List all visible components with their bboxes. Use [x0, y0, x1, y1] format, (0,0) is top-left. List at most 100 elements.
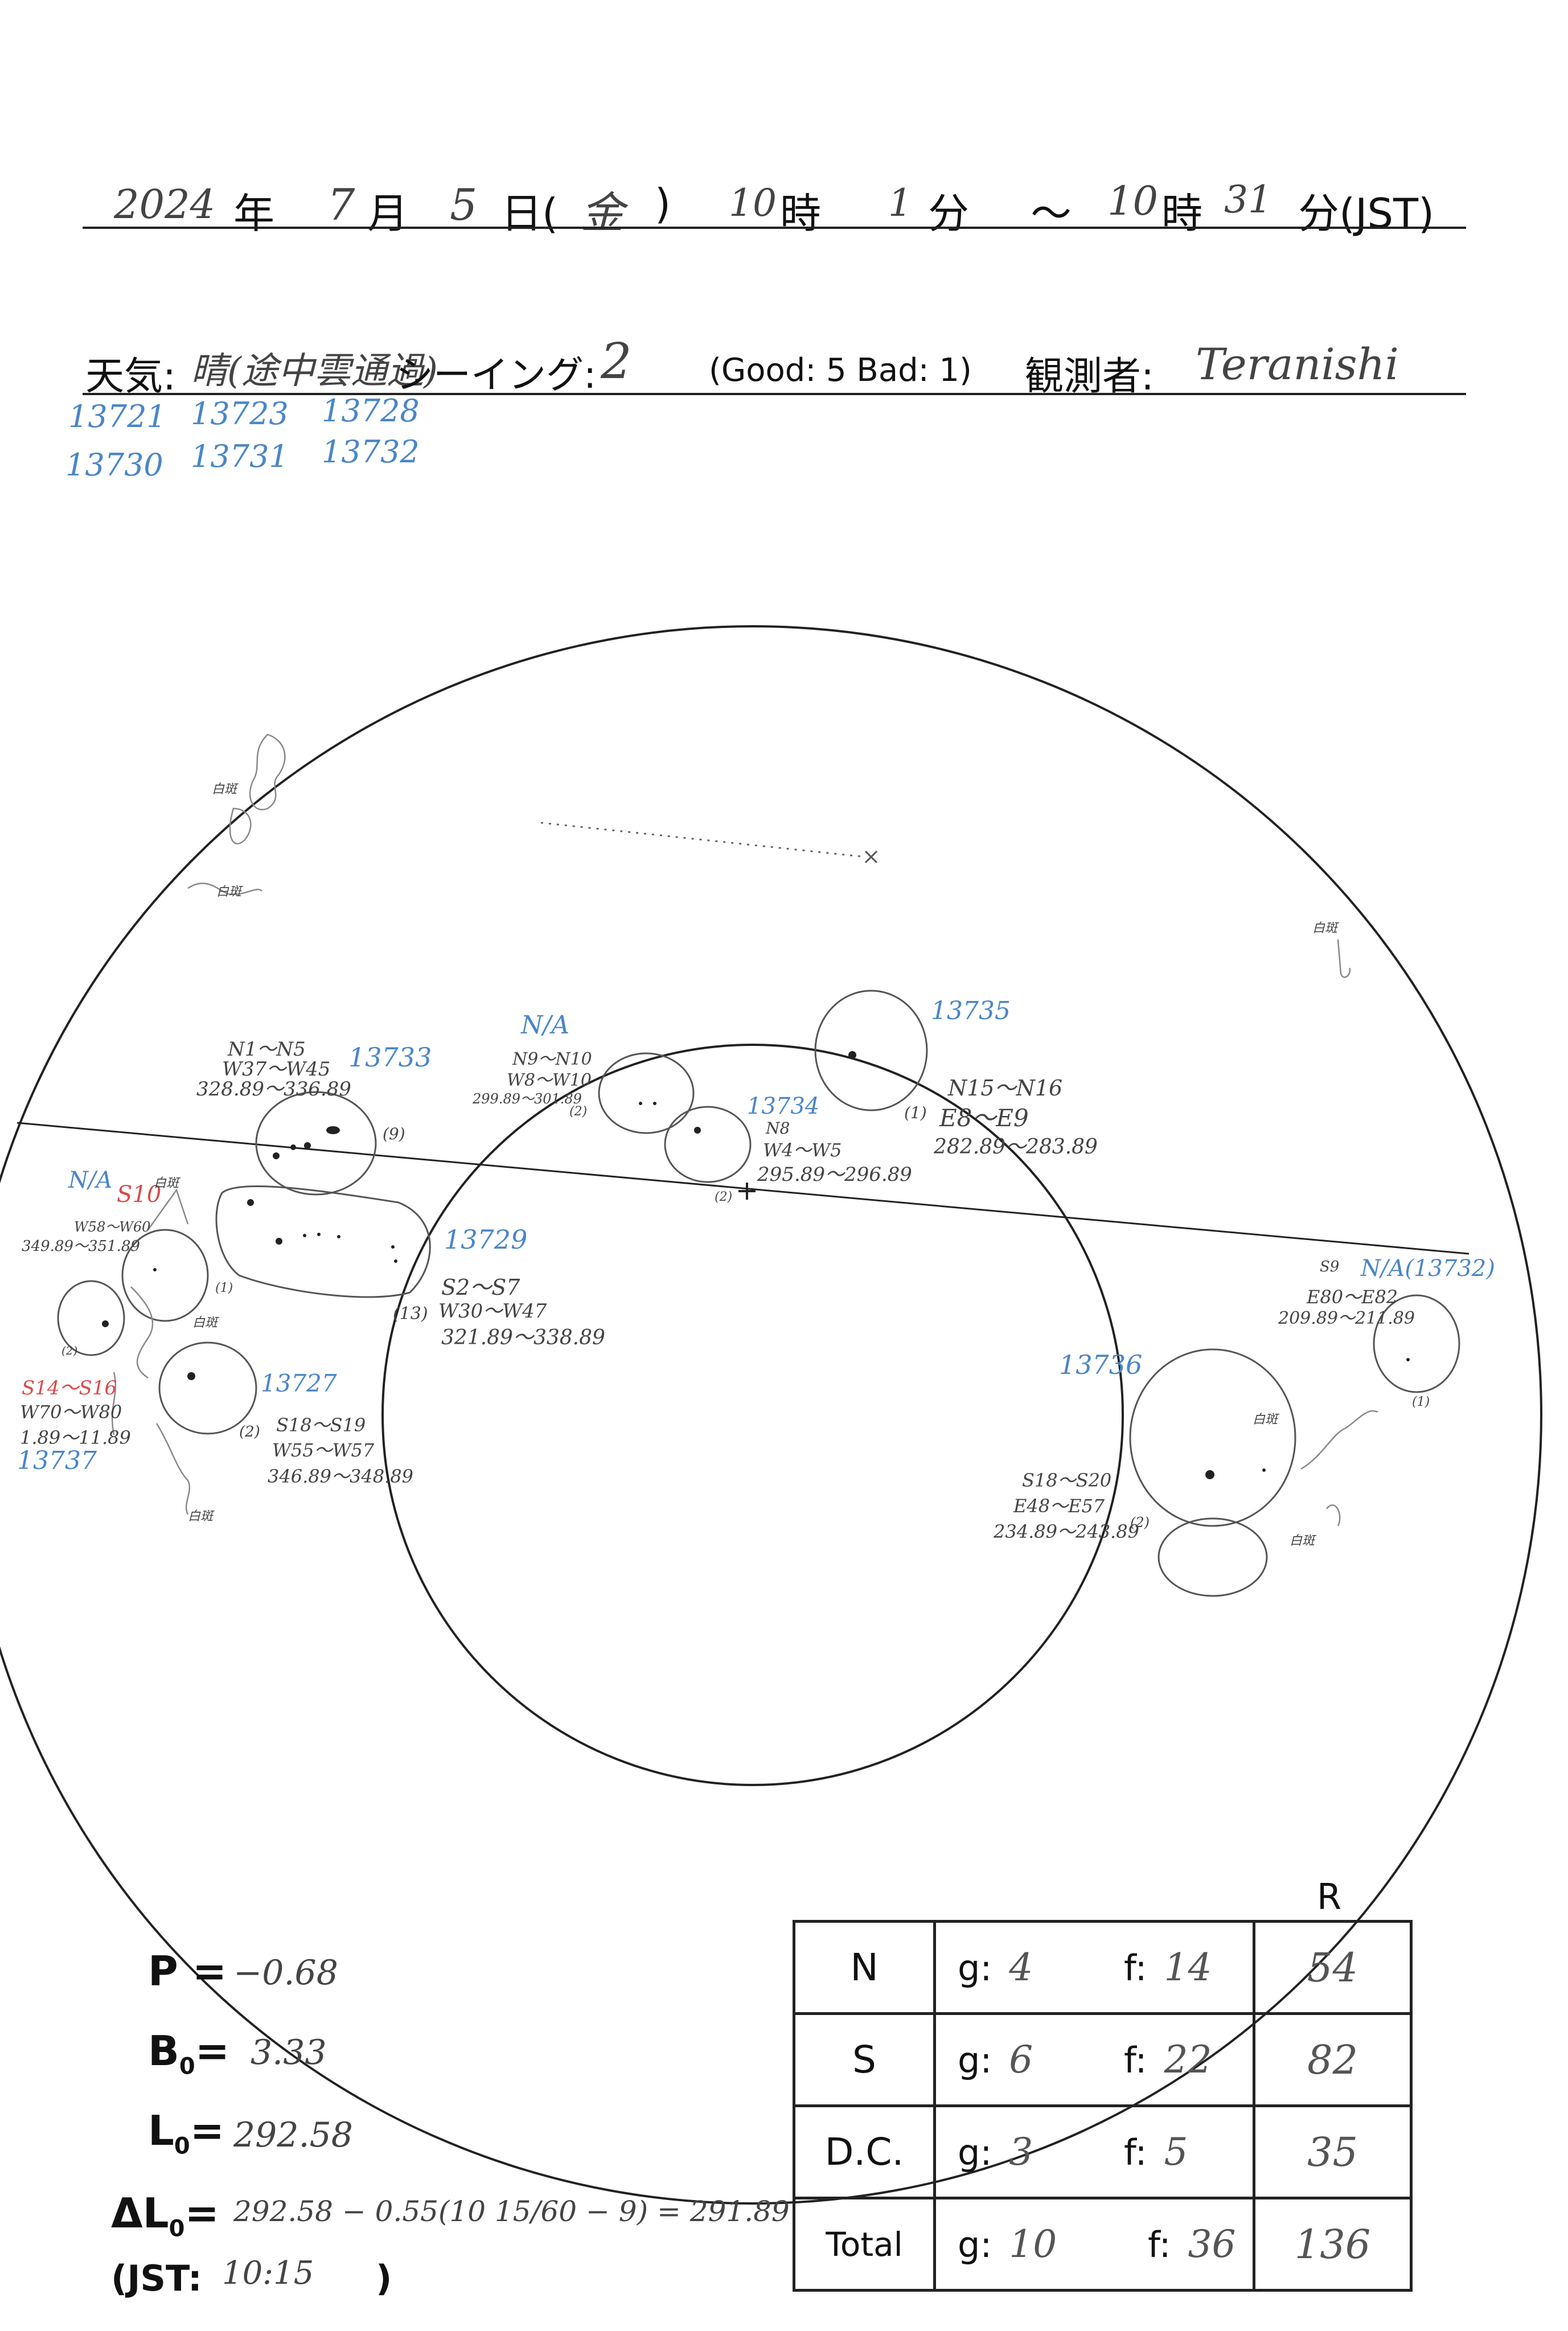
- region-list-item: 13723: [191, 396, 289, 432]
- facula-outline: [155, 1423, 191, 1515]
- g-value: 10: [1009, 2222, 1057, 2266]
- b0-subscript: 0: [179, 2053, 195, 2080]
- region-list-item: 13731: [191, 438, 289, 474]
- table-row-north: N g:4 f:14 54: [793, 1920, 1413, 2015]
- spot-group-13733: [255, 1091, 377, 1196]
- facula-label: 白斑: [1290, 1534, 1315, 1548]
- region-13737-lon: W70〜W80: [20, 1401, 122, 1423]
- f-label: f:: [1123, 2039, 1147, 2081]
- inner-reference-circle: [381, 1044, 1124, 1786]
- region-13735-lat: N15〜N16: [948, 1076, 1063, 1101]
- month-unit: 月: [367, 190, 409, 237]
- spot-group-13729: [215, 1185, 431, 1298]
- spot-group-13734: [664, 1106, 752, 1183]
- sunspot: [153, 1268, 157, 1271]
- seeing-label: シーイング:: [396, 353, 597, 397]
- sunspot: [304, 1142, 311, 1149]
- year-unit: 年: [233, 190, 275, 237]
- region-list-item: 13730: [65, 447, 163, 483]
- r-value: 35: [1307, 2128, 1358, 2176]
- g-value: 6: [1009, 2038, 1033, 2082]
- facula-outline: [111, 1372, 117, 1435]
- b0-value: 3.33: [251, 2033, 327, 2073]
- p-angle-label: P =: [148, 1947, 227, 1995]
- sunspot: [317, 1233, 321, 1236]
- sunspot: [290, 1144, 296, 1150]
- end-min-unit: 分(JST): [1298, 190, 1435, 237]
- g-label: g:: [958, 1947, 992, 1989]
- region-na-center-lon: W8〜W10: [507, 1070, 592, 1090]
- g-label: g:: [958, 2224, 992, 2266]
- f-label: f:: [1123, 1947, 1147, 1989]
- r-cell: 136: [1253, 2197, 1413, 2292]
- region-na-left-L: 349.89〜351.89: [22, 1238, 140, 1255]
- region-13735-number: 13735: [931, 996, 1011, 1025]
- region-13727-L: 346.89〜348.89: [268, 1466, 413, 1487]
- header-underline: [83, 227, 1466, 229]
- facula-region-13736: [1157, 1517, 1268, 1597]
- sunspot: [394, 1259, 397, 1263]
- l0-letter: L: [148, 2107, 174, 2154]
- region-13734-number: 13734: [747, 1093, 820, 1119]
- region-13735-lon: E8〜E9: [939, 1104, 1029, 1132]
- region-13735-count: (1): [904, 1103, 927, 1122]
- region-13735-L: 282.89〜283.89: [934, 1135, 1098, 1159]
- sunspot: [639, 1102, 642, 1105]
- region-13736-count: (2): [1130, 1515, 1150, 1530]
- sunspot: [1406, 1358, 1410, 1361]
- region-na-left-lat: S10: [117, 1181, 162, 1208]
- region-13736-lat: S18〜S20: [1022, 1470, 1112, 1491]
- gf-cell: g:6 f:22: [933, 2012, 1255, 2107]
- weekday-value: 金: [581, 187, 624, 238]
- region-na-left-label: N/A: [68, 1167, 113, 1193]
- region-na-right-label: N/A(13732): [1361, 1255, 1495, 1282]
- solar-equator-line: [17, 1122, 1470, 1255]
- r-cell: 54: [1253, 1920, 1413, 2015]
- sunspot: [102, 1320, 109, 1327]
- region-na-center-label: N/A: [521, 1011, 570, 1040]
- b0-equals: =: [195, 2027, 230, 2075]
- r-cell: 82: [1253, 2012, 1413, 2107]
- facula-label: 白斑: [1253, 1413, 1278, 1427]
- f-value: 22: [1164, 2038, 1212, 2082]
- month-value: 7: [327, 179, 355, 230]
- g-value: 4: [1009, 1946, 1033, 1989]
- region-13734-count: (2): [715, 1190, 733, 1204]
- weather-value: 晴(途中雲通過): [191, 350, 438, 392]
- region-13729-lon: W30〜W47: [438, 1300, 547, 1323]
- region-13729-L: 321.89〜338.89: [441, 1326, 605, 1349]
- start-hour-unit: 時: [780, 190, 822, 237]
- facula-outline: [187, 883, 262, 896]
- region-13727-lon: W55〜W57: [272, 1439, 375, 1461]
- facula-outline: [147, 1188, 189, 1230]
- spot-group-13737: [57, 1280, 125, 1356]
- l0-subscript: 0: [174, 2133, 190, 2160]
- sunspot: [187, 1372, 195, 1380]
- facula-outline: [229, 807, 252, 844]
- delta-l0-subscript: 0: [169, 2215, 185, 2242]
- jst-label: (JST:: [111, 2258, 202, 2299]
- region-13733-number: 13733: [348, 1042, 432, 1073]
- sunspot: [337, 1235, 340, 1238]
- region-13734-L: 295.89〜296.89: [757, 1163, 912, 1186]
- region-13734-lat: N8: [766, 1119, 790, 1138]
- l0-equals: =: [190, 2107, 225, 2154]
- facula-label: 白斑: [212, 782, 237, 797]
- end-hour-unit: 時: [1161, 190, 1203, 237]
- weekday-close: ): [655, 180, 671, 228]
- region-13734-lon: W4〜W5: [763, 1139, 842, 1161]
- end-min-value: 31: [1224, 178, 1272, 221]
- spot-group-na-right: [1373, 1294, 1460, 1393]
- row-label: D.C.: [793, 2104, 936, 2199]
- delta-l0-value: 292.58 − 0.55(10 15/60 − 9) = 291.89: [233, 2195, 790, 2228]
- gf-cell: g:10 f:36: [933, 2197, 1255, 2292]
- sunspot: [303, 1234, 306, 1237]
- jst-value: 10:15: [222, 2255, 314, 2292]
- region-na-right-count: (1): [1412, 1395, 1430, 1409]
- r-value: 82: [1307, 2036, 1358, 2083]
- observer-label: 観測者:: [1025, 354, 1154, 399]
- region-13727-count: (2): [239, 1423, 260, 1441]
- region-13737-lat: S14〜S16: [22, 1377, 117, 1400]
- seeing-value: 2: [601, 333, 632, 390]
- region-na-center-lat: N9〜N10: [512, 1049, 592, 1069]
